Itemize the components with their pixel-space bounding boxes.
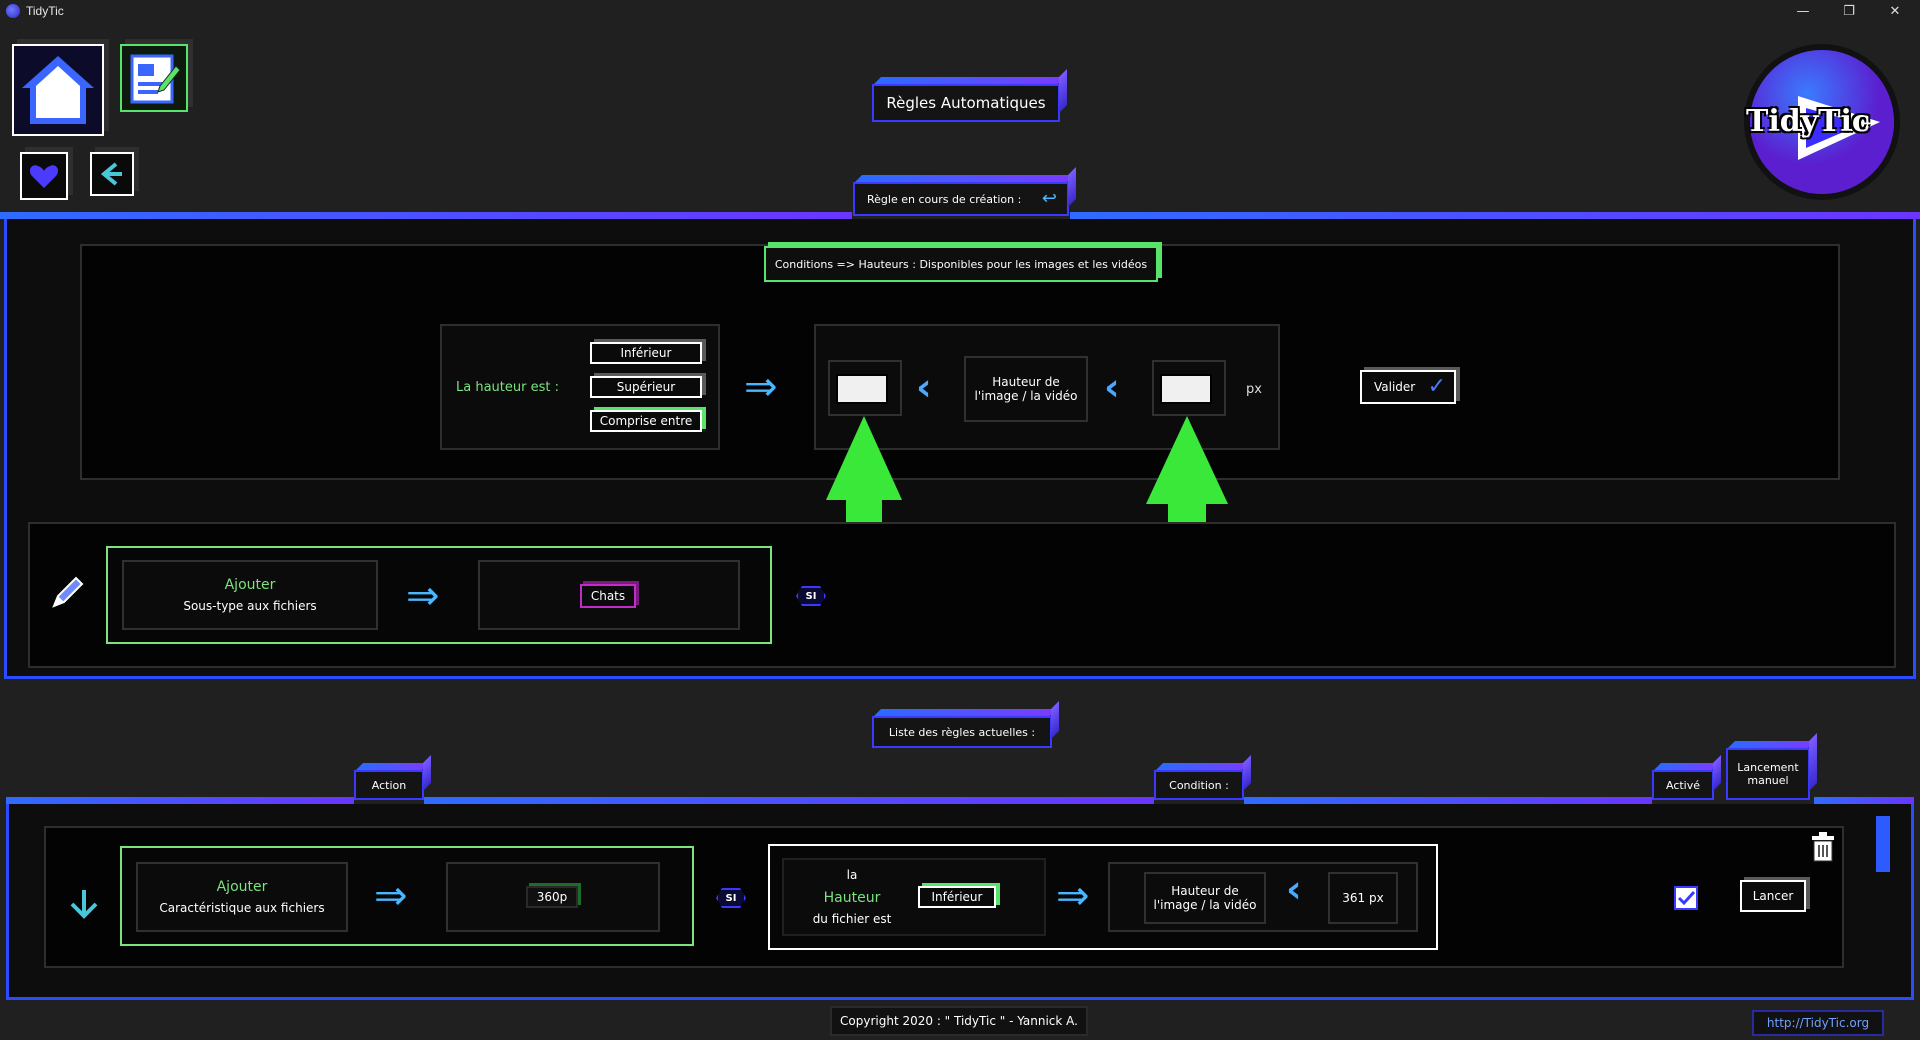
middle-label-cell: Hauteur de l'image / la vidéo [964, 356, 1088, 422]
minimize-button[interactable]: — [1796, 3, 1810, 19]
pencil-icon[interactable] [48, 572, 88, 612]
rule-cond-target-line1: Hauteur de [1171, 884, 1239, 898]
active-checkbox[interactable] [1672, 884, 1700, 912]
action-cell: Ajouter Sous-type aux fichiers [122, 560, 378, 630]
action-title: Ajouter [224, 577, 276, 593]
green-up-arrow-1 [826, 416, 902, 574]
undo-icon[interactable]: ↩ [1041, 188, 1057, 209]
option-comprise-entre[interactable]: Comprise entre [590, 410, 702, 432]
rule-action-value-tag: 360p [526, 886, 578, 908]
middle-label-line1: Hauteur de [992, 375, 1060, 389]
heart-icon [29, 165, 59, 188]
rule-action-cell: Ajouter Caractéristique aux fichiers [136, 862, 348, 932]
scrollbar-thumb[interactable] [1876, 816, 1890, 872]
middle-label-line2: l'image / la vidéo [974, 389, 1078, 403]
creation-section-text: Règle en cours de création : [867, 192, 1022, 206]
list-band-1 [6, 797, 354, 804]
rule-condition-cell [782, 858, 1046, 936]
rule-cond-line3: du fichier est [812, 912, 892, 926]
col-manual-line1: Lancement [1737, 761, 1799, 774]
check-icon: ✓ [1427, 374, 1446, 399]
logo-text: TidyTic [1746, 104, 1871, 139]
height-label: La hauteur est : [456, 380, 559, 395]
app-icon [6, 4, 20, 18]
rules-list-label: Liste des règles actuelles : [872, 716, 1052, 748]
favorites-button[interactable] [20, 152, 68, 200]
restore-button[interactable]: ❐ [1843, 3, 1855, 19]
document-edit-icon [130, 54, 181, 104]
back-button[interactable] [90, 152, 134, 196]
rules-editor-button[interactable] [120, 44, 188, 112]
rule-cond-target-cell: Hauteur de l'image / la vidéo [1144, 872, 1266, 924]
conditions-title: Conditions => Hauteurs : Disponibles pou… [764, 246, 1158, 282]
arrow-right-icon-2: ⇒ [406, 573, 440, 619]
validate-button[interactable]: Valider ✓ [1360, 370, 1456, 404]
col-manual-line2: manuel [1747, 774, 1789, 787]
unit-label: px [1246, 382, 1262, 397]
home-button[interactable] [12, 44, 104, 136]
col-condition-label: Condition : [1154, 770, 1244, 800]
si-badge: SI [796, 586, 826, 606]
page-title: Règles Automatiques [872, 84, 1060, 122]
close-button[interactable]: ✕ [1889, 3, 1901, 19]
window-title: TidyTic [26, 4, 64, 18]
launch-button[interactable]: Lancer [1740, 880, 1806, 912]
rule-arrow-right-icon: ⇒ [374, 873, 408, 919]
action-subtitle: Sous-type aux fichiers [183, 599, 317, 613]
section-band-right [1070, 212, 1920, 219]
option-superieur[interactable]: Supérieur [590, 376, 702, 398]
less-than-icon: ‹ [916, 365, 932, 409]
rule-cond-arrow-icon: ⇒ [1056, 873, 1090, 919]
rule-si-badge: SI [716, 888, 746, 908]
arrow-down-icon[interactable] [64, 884, 104, 924]
max-height-input[interactable] [1160, 374, 1212, 404]
less-than-icon-2: ‹ [1104, 365, 1120, 409]
rule-cond-operator: Inférieur [918, 886, 996, 908]
col-active-label: Activé [1652, 770, 1714, 800]
website-link[interactable]: http://TidyTic.org [1752, 1010, 1884, 1036]
validate-label: Valider [1374, 380, 1416, 394]
option-inferieur[interactable]: Inférieur [590, 342, 702, 364]
list-band-4 [1814, 797, 1914, 804]
green-up-arrow-2 [1146, 416, 1228, 582]
trash-icon[interactable] [1808, 830, 1838, 864]
tidytic-logo: TidyTic [1740, 40, 1904, 204]
min-height-input[interactable] [836, 374, 888, 404]
rule-cond-value-cell: 361 px [1328, 872, 1398, 924]
home-icon [22, 56, 94, 124]
action-value-tag[interactable]: Chats [580, 584, 636, 608]
title-bar [0, 0, 1920, 22]
list-band-3 [1244, 797, 1652, 804]
rule-action-subtitle: Caractéristique aux fichiers [159, 901, 325, 915]
col-action-label: Action [354, 770, 424, 800]
arrow-left-icon [100, 162, 122, 186]
logo-icon [1744, 44, 1900, 200]
rule-cond-target-line2: l'image / la vidéo [1153, 898, 1257, 912]
rule-cond-value: 361 px [1342, 891, 1384, 905]
arrow-right-icon: ⇒ [744, 364, 778, 410]
list-band-2 [424, 797, 1154, 804]
rule-cond-line2: Hauteur [823, 890, 881, 906]
rule-action-title: Ajouter [216, 879, 268, 895]
section-band-left [0, 212, 852, 219]
rule-less-than-icon: ‹ [1286, 867, 1302, 911]
rule-cond-line1: la [846, 868, 858, 882]
creation-section-label: Règle en cours de création : ↩ [853, 182, 1069, 216]
copyright-text: Copyright 2020 : " TidyTic " - Yannick A… [830, 1006, 1088, 1036]
col-manual-label: Lancement manuel [1726, 748, 1810, 800]
